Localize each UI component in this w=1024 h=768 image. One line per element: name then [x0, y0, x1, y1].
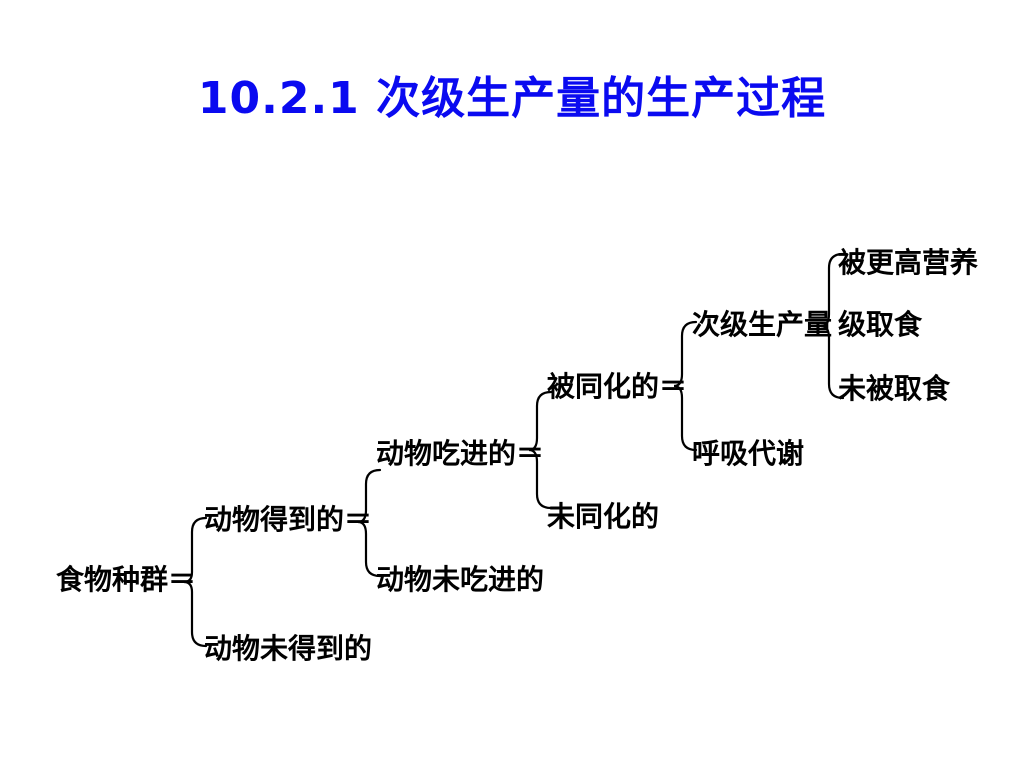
node-not-assimilated: 未同化的	[547, 500, 660, 533]
brace-eaten	[528, 390, 553, 510]
brace-obtained	[357, 468, 382, 578]
node-animal-not-obtained: 动物未得到的	[204, 632, 373, 665]
node-assimilated: 被同化的＝	[547, 370, 688, 403]
slide-title: 10.2.1 次级生产量的生产过程	[197, 73, 827, 124]
node-secondary-production: 次级生产量	[692, 308, 833, 341]
node-food-population: 食物种群＝	[56, 563, 197, 596]
brace-secondary	[820, 252, 845, 400]
node-animal-not-eaten: 动物未吃进的	[376, 563, 545, 596]
node-eaten-by-higher-line2: 级取食	[838, 308, 923, 341]
node-animal-eaten: 动物吃进的＝	[376, 437, 545, 470]
node-respiration: 呼吸代谢	[692, 437, 805, 470]
brace-root	[183, 516, 208, 648]
node-eaten-by-higher-line1: 被更高营养	[838, 246, 979, 279]
brace-assimilated	[673, 320, 698, 452]
node-animal-obtained: 动物得到的＝	[204, 503, 373, 536]
node-not-eaten: 未被取食	[838, 372, 951, 405]
